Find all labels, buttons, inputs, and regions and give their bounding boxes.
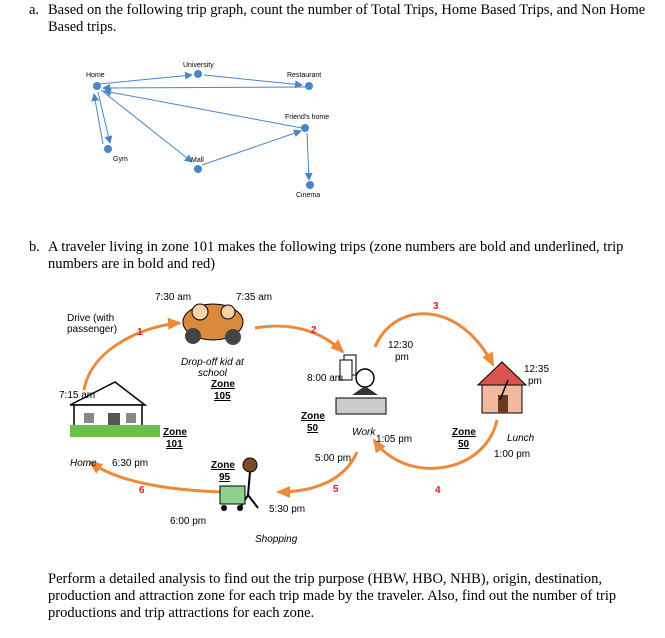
time-630: 6:30 pm [112,458,149,469]
zone-105-word: Zone [211,379,235,390]
edge-home-university [98,71,193,85]
trip-number-6: 6 [139,485,145,496]
time-1235-a: 12:35 [524,364,550,375]
zone-101-word: Zone [163,427,187,438]
time-500: 5:00 pm [315,453,352,464]
shopper-illustration [219,457,259,511]
edge-home-mall [100,89,193,163]
trip-number-5: 5 [333,484,339,495]
time-600: 6:00 pm [170,516,207,527]
time-800: 8:00 am [307,373,344,384]
edge-friends-home-home [103,88,303,129]
task-paragraph: Perform a detailed analysis to find out … [48,571,617,621]
dropoff-label-1: Drop-off kid at [181,357,244,368]
trip-number-1: 1 [137,327,143,338]
zone-105-number: 105 [214,391,231,402]
trip-number-2: 2 [311,325,317,336]
trip-number-4: 4 [435,485,441,496]
node-mall [194,165,202,173]
lunch-label: Lunch [507,433,535,444]
label-restaurant: Restaurant [287,72,322,79]
label-friends-home: Friend's home [285,114,330,121]
node-friends-home [301,124,309,132]
zone-101-number: 101 [166,439,183,450]
trip-arrow-6 [88,460,223,494]
node-home [93,82,101,90]
zone-95-number: 95 [219,472,231,483]
zone-50-lunch-number: 50 [458,439,470,450]
time-1230-a: 12:30 [388,340,414,351]
trip-arrow-5 [276,451,359,498]
trip-arrow-3 [373,312,495,367]
part-a-label: a. [29,2,40,18]
label-cinema: Cinema [296,192,321,199]
label-university: University [183,62,214,69]
time-100: 1:00 pm [494,449,531,460]
edge-university-restaurant [203,74,303,89]
label-gym: Gym [113,156,128,163]
house-illustration [69,381,160,437]
driver-illustration [182,303,244,345]
trip-arrow-1 [82,317,182,391]
zone-95-word: Zone [211,460,235,471]
node-university [194,70,202,78]
node-restaurant [305,82,313,90]
edge-home-gym [97,91,113,144]
drive-label-2: passenger) [67,324,118,335]
part-b-label: b. [29,239,40,255]
shopping-label: Shopping [255,534,298,545]
drive-label-1: Drive (with [67,313,115,324]
home-label: Home [70,458,97,469]
edge-friends-home-cinema [304,132,313,181]
zone-50-number: 50 [307,423,319,434]
part-b-text: A traveler living in zone 101 makes the … [48,239,624,272]
part-a-text: Based on the following trip graph, count… [48,2,646,35]
trip-arrow-2 [254,324,345,354]
office-illustration [335,354,387,415]
time-105: 1:05 pm [376,434,413,445]
time-1230-b: pm [395,352,409,363]
label-home: Home [86,72,105,79]
trip-arrow-4 [372,419,499,470]
time-730: 7:30 am [155,292,192,303]
trip-number-3: 3 [433,301,439,312]
edge-mall-friends-home [201,129,302,166]
restaurant-illustration [476,361,528,414]
label-mall: Mall [191,157,204,164]
time-735: 7:35 am [236,292,273,303]
dropoff-label-2: school [198,368,227,379]
node-gym [104,145,112,153]
time-1235-b: pm [528,376,542,387]
time-530: 5:30 pm [269,504,306,515]
node-cinema [306,181,314,189]
time-715: 7:15 am [59,390,96,401]
edge-gym-home [91,93,104,145]
edge-restaurant-home [102,83,307,92]
zone-50-lunch-word: Zone [452,427,476,438]
zone-50-word: Zone [301,411,325,422]
work-label: Work [352,427,376,438]
